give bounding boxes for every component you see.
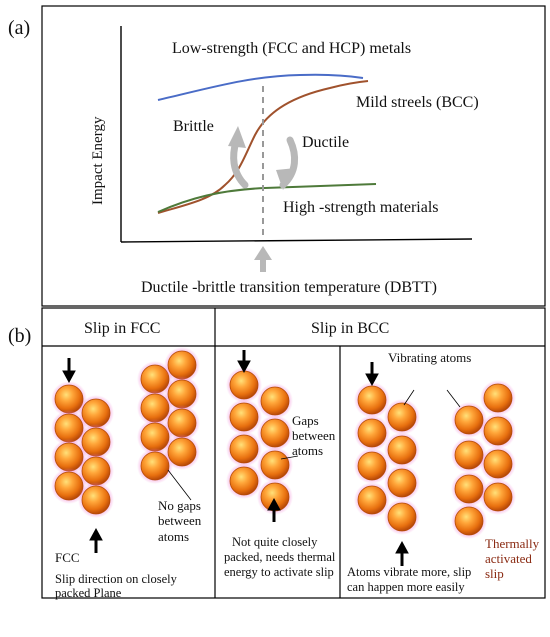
bcc-left-caption-3: energy to activate slip — [224, 565, 334, 579]
ductile-label: Ductile — [302, 134, 349, 151]
dbtt-arrow-head — [254, 246, 272, 260]
atom — [454, 405, 484, 435]
atom — [229, 402, 259, 432]
atom — [483, 482, 513, 512]
fcc-cluster-right — [137, 347, 200, 484]
atom — [387, 402, 417, 432]
bcc-right-caption-1: Atoms vibrate more, slip — [347, 565, 471, 579]
gaps-line-3: atoms — [292, 443, 323, 458]
atom — [387, 468, 417, 498]
bcc-left-caption-1: Not quite closely — [232, 535, 318, 549]
fcc-cluster-left — [51, 381, 114, 518]
atom — [54, 471, 84, 501]
atom — [260, 450, 290, 480]
high-strength-label: High -strength materials — [283, 199, 439, 216]
y-axis-label: Impact Energy — [90, 116, 106, 205]
fcc-label: FCC — [55, 550, 80, 565]
atom — [229, 370, 259, 400]
no-gaps-line-3: atoms — [158, 529, 189, 544]
panel-b-frame — [41, 307, 546, 599]
x-axis — [120, 238, 473, 243]
atom — [229, 466, 259, 496]
panel-a-label: (a) — [8, 17, 30, 39]
thermal-line-2: activated — [485, 551, 532, 566]
thermal-line-3: slip — [485, 566, 504, 581]
atom — [387, 435, 417, 465]
atom — [454, 474, 484, 504]
atom — [357, 418, 387, 448]
atom — [167, 408, 197, 438]
atom — [229, 434, 259, 464]
arrow-up-head — [228, 126, 246, 148]
dbtt-label: Ductile -brittle transition temperature … — [141, 279, 437, 296]
vibrating-atoms-label: Vibrating atoms — [388, 350, 471, 365]
atom — [483, 383, 513, 413]
gaps-line-2: between — [292, 428, 336, 443]
atom — [140, 451, 170, 481]
leader-lines — [167, 389, 461, 501]
atom — [167, 437, 197, 467]
atom — [167, 379, 197, 409]
panel-a-frame — [41, 5, 546, 307]
bcc-cluster-left — [226, 367, 293, 515]
atom — [81, 485, 111, 515]
thermal-line-1: Thermally — [485, 536, 540, 551]
atom — [167, 350, 197, 380]
atom — [260, 418, 290, 448]
bcc-left-caption-2: packed, needs thermal — [224, 550, 336, 564]
fcc-title: Slip in FCC — [84, 320, 160, 337]
panel-b-label: (b) — [8, 325, 31, 347]
arrow-down-head — [276, 168, 296, 190]
atom-clusters — [51, 347, 516, 539]
atom — [357, 385, 387, 415]
bcc-title: Slip in BCC — [311, 320, 389, 337]
atom — [454, 506, 484, 536]
mild-steels-label: Mild streels (BCC) — [356, 94, 479, 111]
atom — [483, 416, 513, 446]
atom — [454, 440, 484, 470]
fcc-caption-line-2: packed Plane — [55, 586, 122, 600]
bcc-cluster-right-a — [354, 382, 420, 535]
gaps-line-1: Gaps — [292, 413, 319, 428]
brittle-label: Brittle — [173, 118, 214, 135]
atom — [357, 451, 387, 481]
load-arrows — [62, 350, 409, 566]
bcc-cluster-right-b — [451, 380, 516, 539]
bcc-right-caption-2: can happen more easily — [347, 580, 465, 594]
low-strength-label: Low-strength (FCC and HCP) metals — [172, 40, 411, 57]
low-strength-curve — [157, 73, 364, 101]
mild-steels-curve — [157, 80, 369, 214]
atom — [483, 449, 513, 479]
atom — [260, 386, 290, 416]
no-gaps-line-2: between — [158, 513, 202, 528]
no-gaps-line-1: No gaps — [158, 498, 201, 513]
atom — [387, 502, 417, 532]
high-strength-curve — [157, 183, 377, 213]
atom — [357, 485, 387, 515]
fcc-caption-line-1: Slip direction on closely — [55, 572, 178, 586]
